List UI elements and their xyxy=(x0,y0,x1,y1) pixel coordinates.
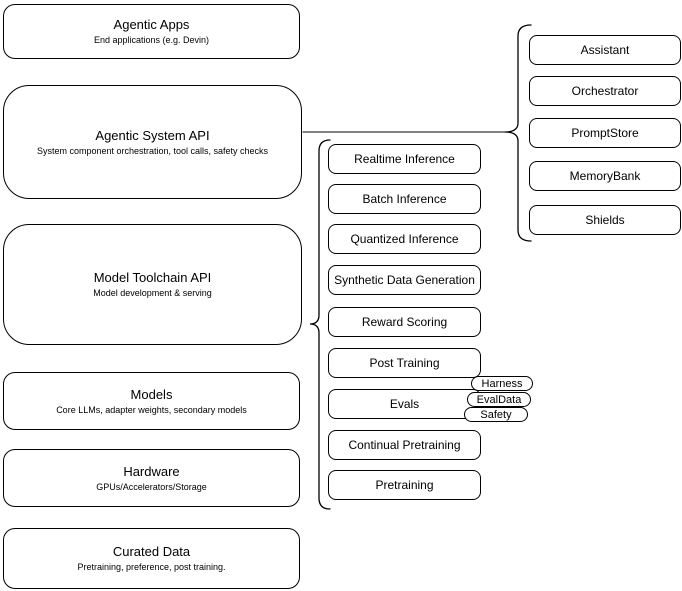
component-node-assistant: Assistant xyxy=(529,35,681,65)
toolchain-node-pretraining: Pretraining xyxy=(328,470,481,500)
eval-tag-harness: Harness xyxy=(471,376,533,391)
toolchain-node-evals: Evals xyxy=(328,389,481,419)
components-brace xyxy=(504,24,532,242)
layer-title: Model Toolchain API xyxy=(93,270,212,285)
toolchain-node-quantized-inference: Quantized Inference xyxy=(328,224,481,254)
eval-tag-safety: Safety xyxy=(464,407,528,422)
layer-agentic-apps: Agentic Apps End applications (e.g. Devi… xyxy=(3,4,300,59)
toolchain-node-post-training: Post Training xyxy=(328,348,481,378)
layer-title: Models xyxy=(130,386,173,402)
component-node-shields: Shields xyxy=(529,205,681,235)
layer-subtitle: Model development & serving xyxy=(93,288,212,298)
layer-agentic-system-api: Agentic System API System component orch… xyxy=(3,85,302,199)
toolchain-brace xyxy=(309,139,331,510)
layer-title: Hardware xyxy=(123,463,180,479)
component-node-orchestrator: Orchestrator xyxy=(529,76,681,106)
toolchain-node-reward-scoring: Reward Scoring xyxy=(328,307,481,337)
toolchain-node-realtime-inference: Realtime Inference xyxy=(328,144,481,174)
layer-title: Agentic System API xyxy=(95,127,210,143)
layer-model-toolchain-api: Model Toolchain API Model development & … xyxy=(3,224,302,345)
toolchain-node-continual-pretraining: Continual Pretraining xyxy=(328,430,481,460)
layer-subtitle: System component orchestration, tool cal… xyxy=(36,145,269,156)
layer-subtitle: End applications (e.g. Devin) xyxy=(93,35,210,45)
layer-hardware: Hardware GPUs/Accelerators/Storage xyxy=(3,449,300,507)
layer-title: Agentic Apps xyxy=(113,17,190,32)
toolchain-node-batch-inference: Batch Inference xyxy=(328,184,481,214)
toolchain-node-synthetic-data-generation: Synthetic Data Generation xyxy=(328,265,481,295)
layer-title: Curated Data xyxy=(112,544,191,559)
eval-tag-evaldata: EvalData xyxy=(467,392,531,407)
layer-curated-data: Curated Data Pretraining, preference, po… xyxy=(3,528,300,589)
component-node-promptstore: PromptStore xyxy=(529,118,681,148)
layer-subtitle: Pretraining, preference, post training. xyxy=(77,562,226,572)
component-node-memorybank: MemoryBank xyxy=(529,161,681,191)
layer-subtitle: Core LLMs, adapter weights, secondary mo… xyxy=(56,404,247,415)
layer-models: Models Core LLMs, adapter weights, secon… xyxy=(3,372,300,430)
layer-subtitle: GPUs/Accelerators/Storage xyxy=(96,481,207,492)
